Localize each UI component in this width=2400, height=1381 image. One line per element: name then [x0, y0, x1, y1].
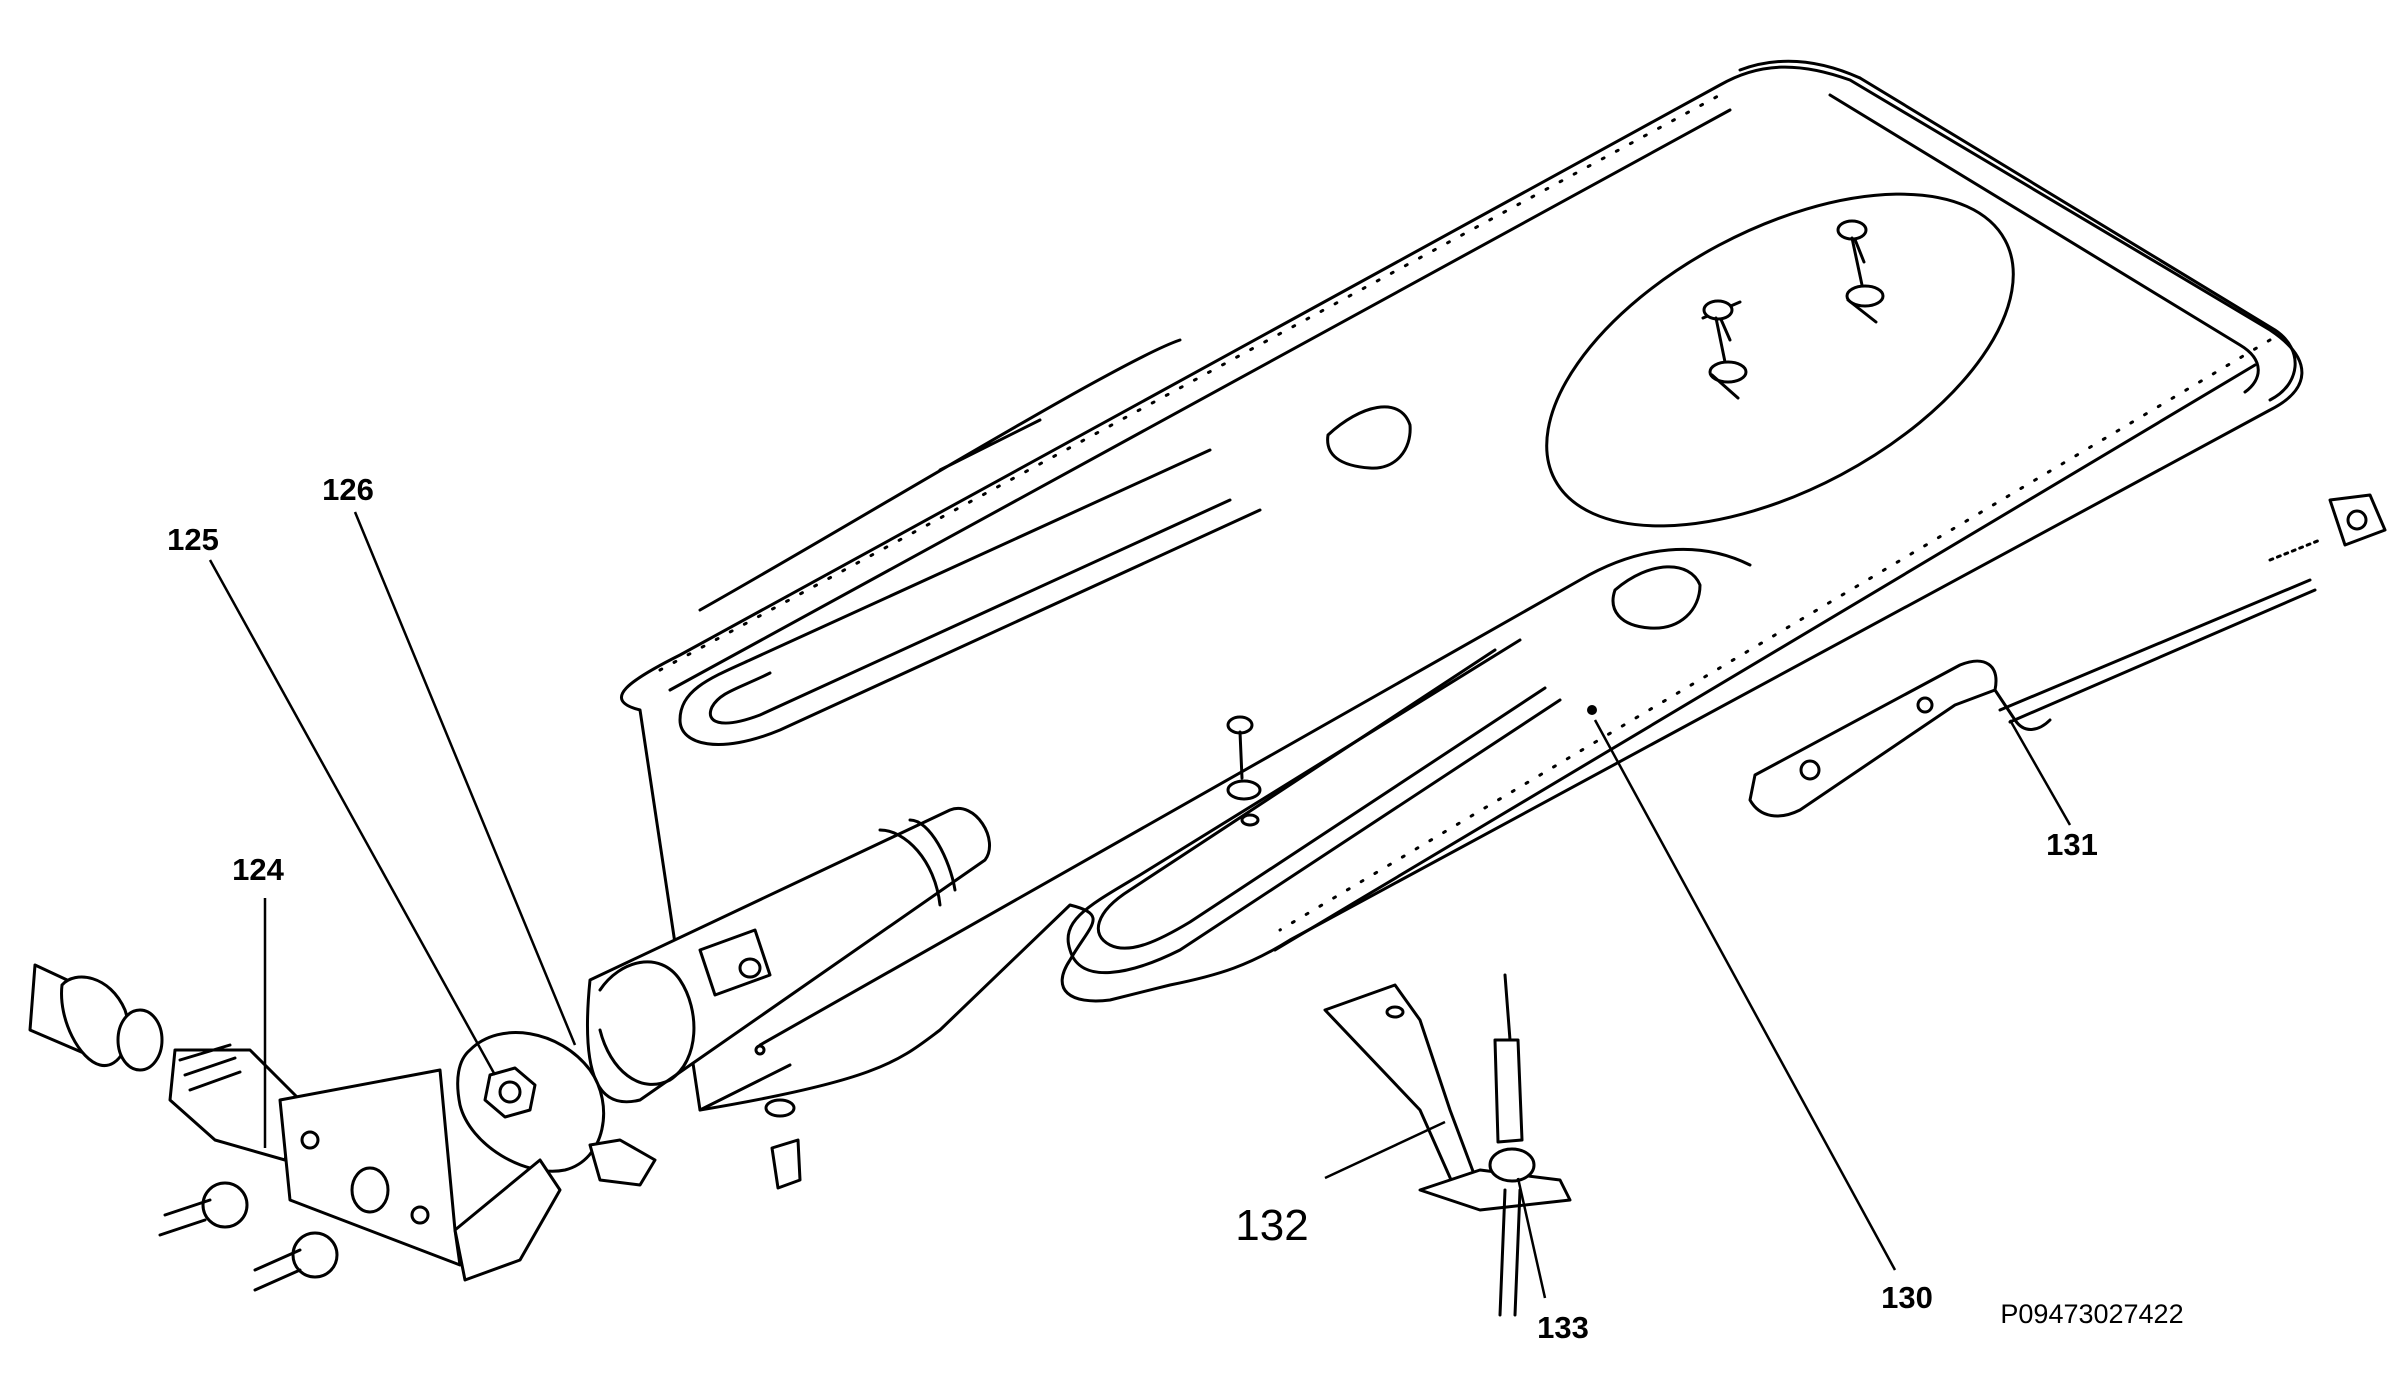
- air-shutter: [456, 1031, 657, 1187]
- leader-lines: [208, 511, 2072, 1299]
- leader-126: [353, 511, 577, 1046]
- leader-130: [1593, 719, 1897, 1271]
- leader-132: [1324, 1120, 1446, 1180]
- mounting-bracket: [28, 963, 802, 1292]
- electrode-assembly: [1323, 973, 1572, 1317]
- center-screw: [1226, 715, 1262, 827]
- leader-133: [1516, 1177, 1547, 1299]
- leader-131: [2008, 719, 2072, 826]
- electrode-bracket: [1748, 493, 2387, 818]
- label-125: 125: [167, 522, 219, 557]
- label-126: 126: [322, 472, 374, 507]
- label-131: 131: [2046, 827, 2098, 862]
- leader-125: [208, 559, 497, 1076]
- drawing-code: P09473027422: [2000, 1299, 2183, 1329]
- label-132: 132: [1235, 1201, 1308, 1250]
- label-124: 124: [232, 852, 284, 887]
- oval-screws: [1701, 219, 1885, 400]
- burner-tube: [586, 806, 992, 1112]
- burner-plate: [620, 59, 2304, 1112]
- label-130: 130: [1881, 1280, 1933, 1315]
- label-133: 133: [1537, 1310, 1589, 1345]
